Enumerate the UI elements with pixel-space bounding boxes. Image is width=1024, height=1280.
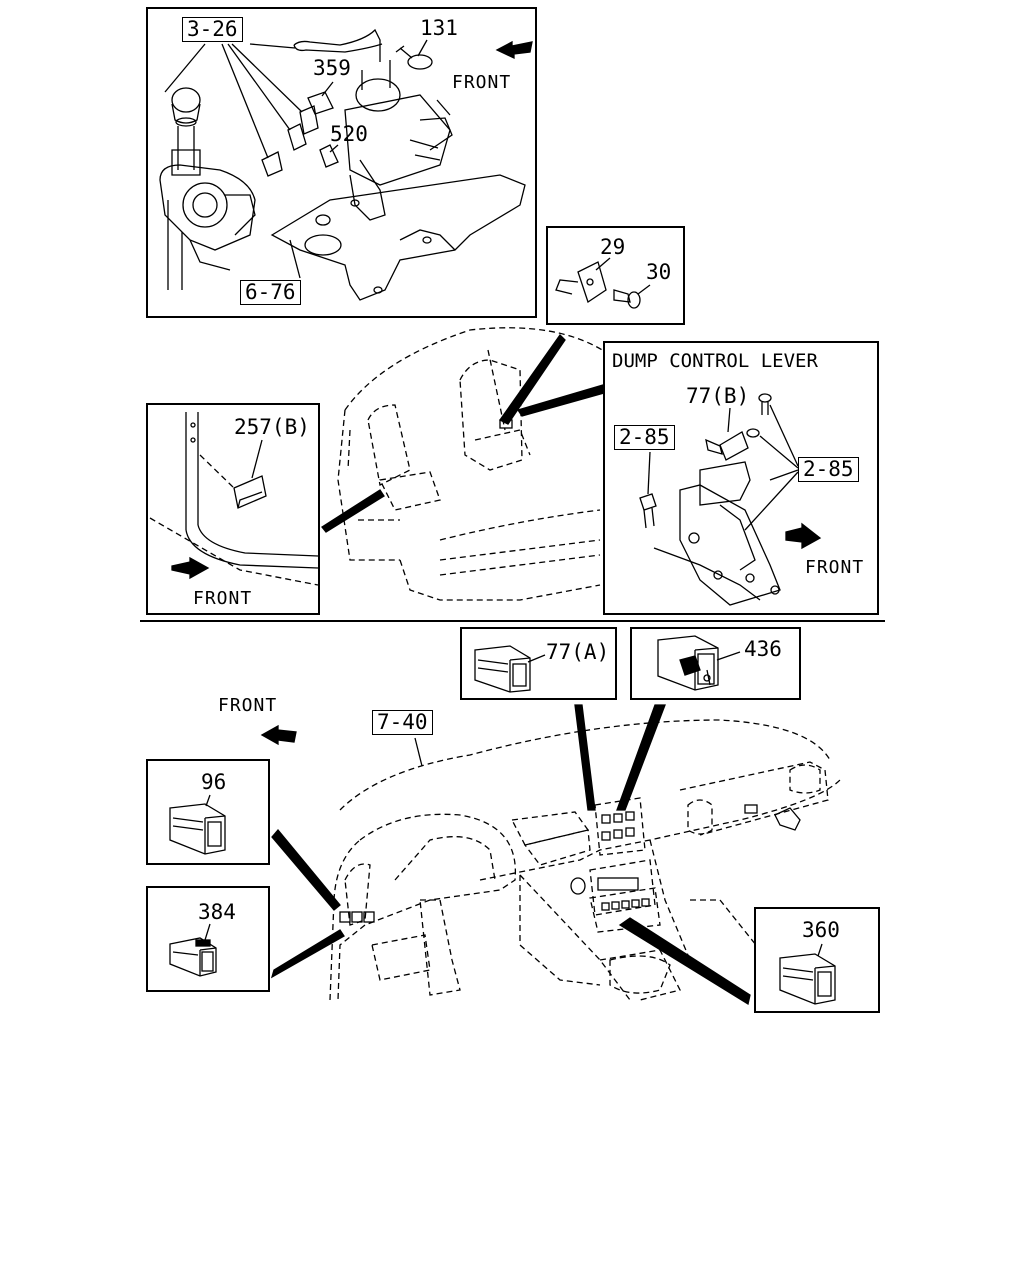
callout-3-26: 3-26 [182, 17, 243, 42]
callout-6-76: 6-76 [240, 280, 301, 305]
callout-2-85-left: 2-85 [614, 425, 675, 450]
part-29-30-panel [546, 226, 685, 325]
part-360-panel [754, 907, 880, 1013]
callout-360: 360 [802, 918, 840, 942]
callout-436: 436 [744, 637, 782, 661]
callout-7-40: 7-40 [372, 710, 433, 735]
front-label-dump: FRONT [805, 557, 865, 578]
callout-29: 29 [600, 235, 626, 259]
callout-520: 520 [330, 122, 368, 146]
callout-77b: 77(B) [686, 384, 750, 408]
callout-359: 359 [313, 56, 351, 80]
part-96-panel [146, 759, 270, 865]
callout-2-85-right: 2-85 [798, 457, 859, 482]
dump-control-lever-title: DUMP CONTROL LEVER [612, 350, 818, 372]
front-label-top: FRONT [452, 72, 512, 93]
front-label-257b: FRONT [193, 588, 253, 609]
callout-96: 96 [201, 770, 227, 794]
callout-30: 30 [646, 260, 672, 284]
callout-131: 131 [420, 16, 458, 40]
callout-257b: 257(B) [234, 415, 310, 439]
callout-77a: 77(A) [546, 640, 610, 664]
front-label-dashboard: FRONT [218, 695, 278, 716]
shift-lever-assembly-panel [146, 7, 537, 318]
callout-384: 384 [198, 900, 236, 924]
part-77a-panel [460, 627, 617, 700]
